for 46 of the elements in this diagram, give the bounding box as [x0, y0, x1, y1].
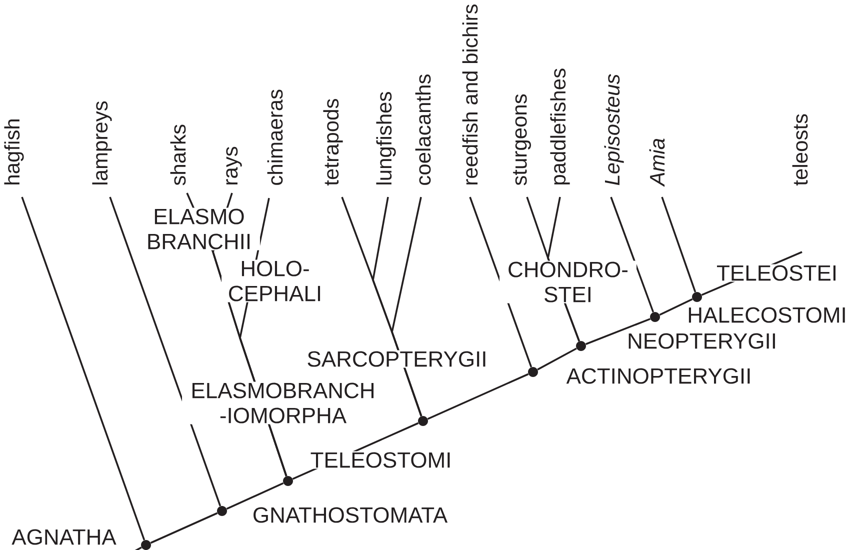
clade-label: CHONDRO- STEI — [500, 260, 636, 304]
taxon-label: reedfish and bichirs — [462, 4, 478, 184]
clade-label: HOLO- CEPHALI — [222, 260, 328, 302]
tree-branch — [226, 482, 284, 510]
clade-label: SARCOPTERYGII — [306, 350, 488, 368]
tree-branch — [391, 196, 422, 416]
tree-branch — [21, 196, 146, 540]
branch-point-dot — [650, 312, 660, 322]
branch-point-dot — [418, 416, 428, 426]
taxon-label: lungfishes — [376, 92, 396, 184]
clade-label: ELASMOBRANCH -IOMORPHA — [182, 382, 384, 424]
branch-point-dot — [141, 540, 151, 550]
tree-branch — [427, 373, 529, 420]
clade-label: TELEOSTEI — [716, 264, 839, 282]
clade-label: ELASMO BRANCHII — [138, 208, 260, 250]
tree-branch — [537, 348, 577, 370]
branch-point-dot — [528, 367, 538, 377]
tree-branch — [109, 196, 222, 506]
branch-point-dot — [692, 292, 702, 302]
taxon-label: lampreys — [92, 101, 112, 184]
taxon-label: tetrapods — [323, 99, 343, 186]
taxon-label: sharks — [170, 124, 186, 186]
taxon-label: sturgeons — [513, 94, 531, 186]
clade-label: HALECOSTOMI — [686, 306, 848, 324]
tree-branch — [586, 318, 650, 345]
tree-branch — [150, 512, 218, 544]
clade-label: GNATHOSTOMATA — [251, 506, 449, 524]
taxon-label: coelacanths — [415, 74, 431, 185]
clade-label: NEOPTERYGII — [626, 332, 778, 350]
taxon-label: rays — [226, 146, 242, 184]
branch-point-dot — [576, 341, 586, 351]
tree-branch — [659, 298, 693, 316]
taxon-label: Amia — [649, 138, 665, 187]
clade-label: AGNATHA — [10, 528, 118, 546]
clade-label: TELEOSTOMI — [309, 451, 453, 469]
taxon-label: teleosts — [792, 114, 808, 186]
tree-branch — [132, 546, 142, 550]
tree-branch — [610, 196, 654, 312]
clade-label: ACTINOPTERYGII — [565, 367, 753, 385]
taxon-label: Lepisosteus — [604, 74, 624, 186]
taxon-label: hagfish — [4, 119, 24, 184]
tree-branch — [661, 196, 696, 292]
branch-point-dot — [217, 506, 227, 516]
taxon-label: paddlefishes — [550, 68, 570, 184]
taxon-label: chimaeras — [267, 90, 283, 185]
branch-point-dot — [283, 476, 293, 486]
